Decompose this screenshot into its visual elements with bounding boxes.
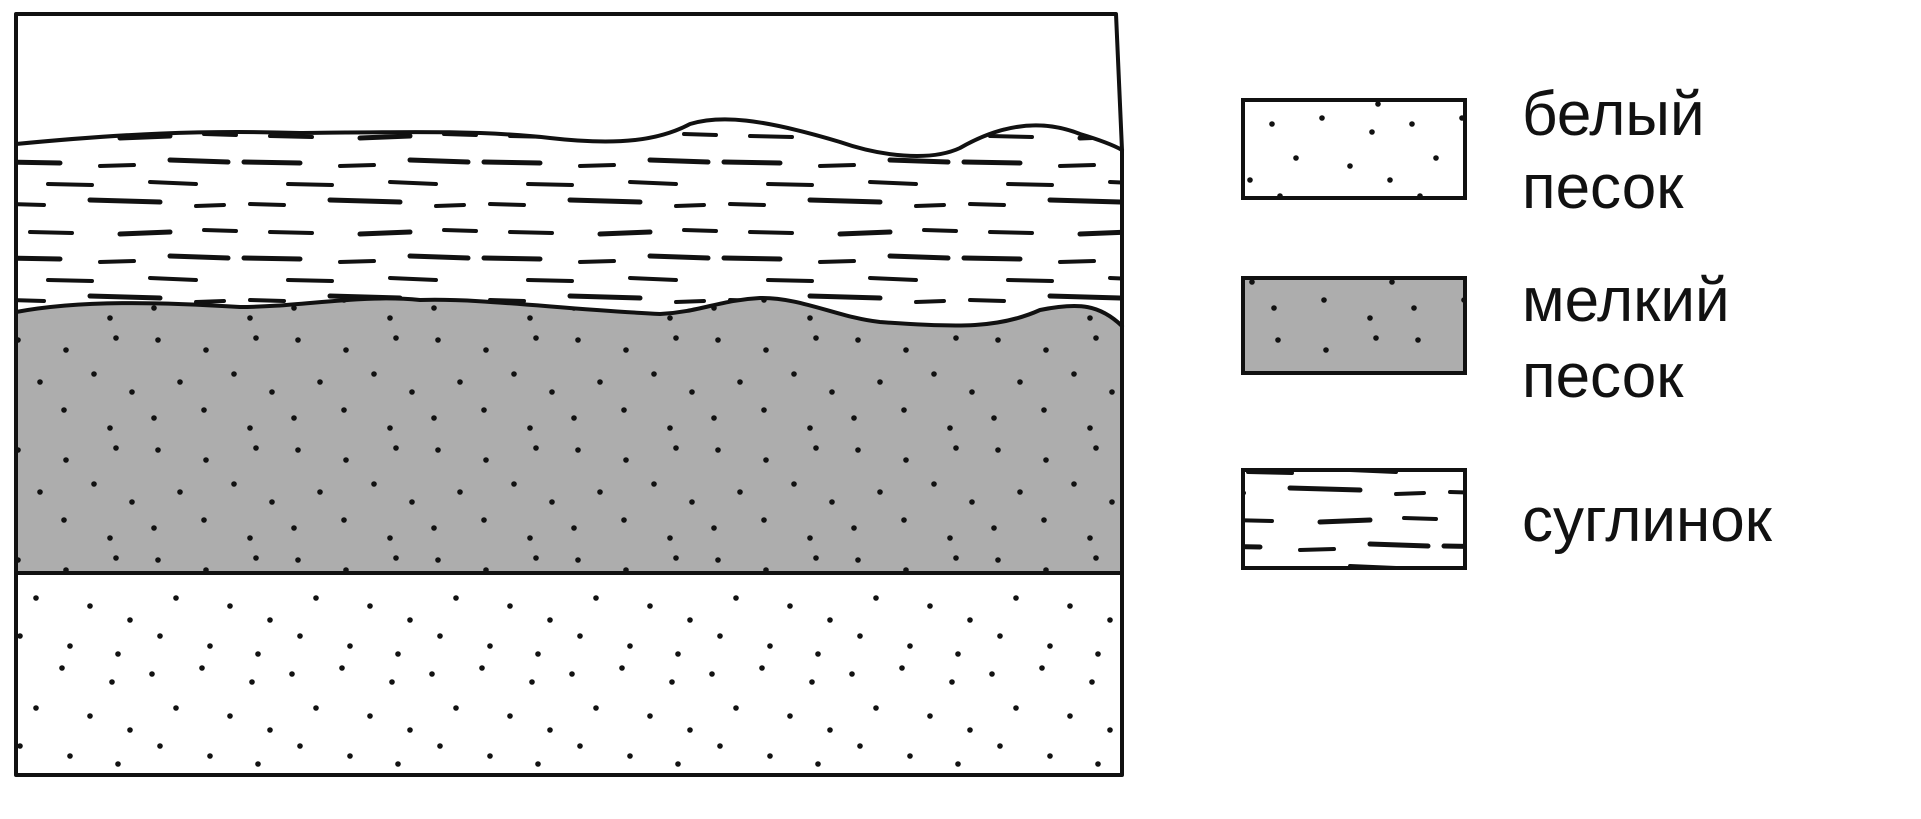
legend-label-fine-sand-line2: песок	[1522, 342, 1684, 411]
loam-swatch	[1241, 468, 1467, 570]
loam-layer	[16, 119, 1122, 326]
air-region	[16, 14, 1119, 144]
legend-label-loam: суглинок	[1522, 486, 1773, 555]
cross-section	[14, 12, 1124, 777]
fine-sand-swatch	[1241, 276, 1467, 375]
legend-label-white-sand-line2: песок	[1522, 153, 1684, 222]
loam-sand-boundary	[14, 295, 1124, 328]
legend-label-white-sand-line1: белый	[1522, 80, 1705, 149]
legend-item-loam: суглинок	[1241, 468, 1773, 570]
white-sand-layer	[16, 573, 1122, 775]
fine-sand-layer	[16, 297, 1122, 573]
legend: белый песок мелкий песок суглинок	[1241, 80, 1773, 570]
white-sand-swatch	[1241, 98, 1467, 200]
ground-surface-line	[14, 117, 1124, 158]
section-frame	[14, 12, 1124, 777]
legend-item-white-sand: белый песок	[1241, 80, 1705, 222]
legend-label-fine-sand-line1: мелкий	[1522, 266, 1730, 335]
legend-item-fine-sand: мелкий песок	[1241, 266, 1730, 411]
